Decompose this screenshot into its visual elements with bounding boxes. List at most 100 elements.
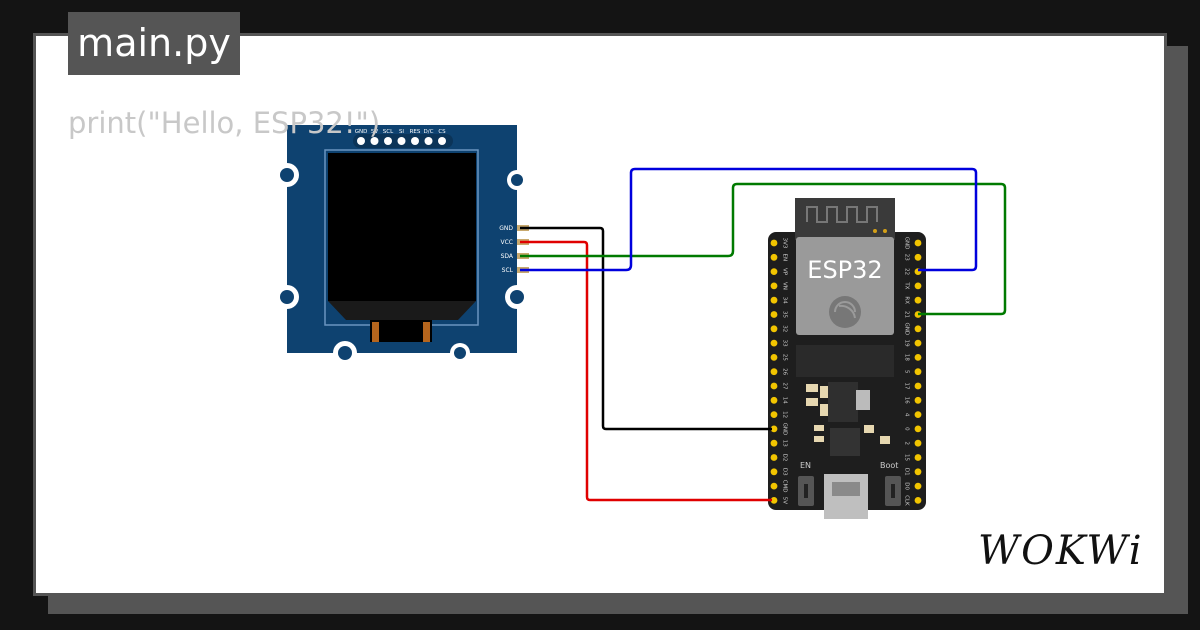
esp32-right-pin-16[interactable] [914,468,922,476]
esp32-right-pin-10[interactable] [914,382,922,390]
esp32-left-pin-label: 5V [782,497,788,504]
oled-side-pin-label: GND [499,225,513,232]
esp32-left-pin-18[interactable] [770,497,778,504]
oled-top-pin-label: RES [410,129,421,135]
en-button-label: EN [800,461,811,470]
esp32-left-pin-5[interactable] [770,311,778,318]
esp32-left-pin-label: 34 [782,297,788,304]
esp32-right-pin-0[interactable] [914,239,922,247]
esp32-right-pin-4[interactable] [914,296,922,304]
esp32-right-pin-label: GND [904,322,910,335]
esp32-left-pin-17[interactable] [770,482,778,490]
esp32-right-pin-label: CLK [904,495,910,506]
oled-side-pin-label: SCL [502,267,514,274]
esp32-left-pin-1[interactable] [770,253,778,261]
esp32-left-pin-16[interactable] [770,468,778,476]
esp32-left-pin-9[interactable] [770,368,778,376]
esp32-left-pin-label: D3 [782,468,788,476]
esp32-left-pin-label: 32 [782,325,788,332]
esp32-board[interactable]: ESP32 EN Boot [768,198,926,519]
esp32-right-pin-label: GND [904,237,910,250]
esp32-right-pin-14[interactable] [914,439,922,447]
esp32-left-pin-10[interactable] [770,382,778,390]
esp32-right-pin-17[interactable] [914,482,922,490]
esp32-right-pin-label: D0 [904,482,910,490]
esp32-left-pin-8[interactable] [770,354,778,361]
esp32-right-pin-1[interactable] [914,253,922,261]
esp32-left-pin-7[interactable] [770,339,778,347]
oled-top-pin-label: SCL [383,129,394,135]
oled-top-pin-label: GND [355,129,368,135]
esp32-right-pin-15[interactable] [914,454,922,461]
oled-top-pin-2[interactable] [384,137,392,145]
oled-top-pin-4[interactable] [411,137,419,145]
esp32-right-pin-label: 2 [904,441,910,445]
esp32-right-pin-8[interactable] [914,354,922,361]
esp32-right-pin-label: 0 [904,427,910,431]
oled-top-pin-3[interactable] [397,137,406,145]
en-button[interactable] [798,476,814,506]
wire-gnd[interactable] [520,226,772,431]
oled-top-pin-5[interactable] [424,137,433,145]
esp32-left-pin-label: 27 [782,383,788,390]
esp32-chip-label: ESP32 [807,256,882,284]
usb-port [824,474,868,519]
esp32-left-pin-label: 3V3 [782,238,788,249]
esp32-left-pin-2[interactable] [770,268,778,275]
esp32-right-pin-6[interactable] [914,325,922,333]
esp32-left-pin-12[interactable] [770,411,778,418]
esp32-right-pin-11[interactable] [914,396,922,404]
esp32-right-pin-label: 17 [904,383,910,390]
esp32-right-pin-13[interactable] [914,425,922,433]
esp32-left-pin-11[interactable] [770,396,778,404]
esp32-right-pin-label: 19 [904,340,910,347]
esp32-left-pin-3[interactable] [770,282,778,290]
esp32-left-pin-label: 13 [782,440,788,447]
boot-button-label: Boot [880,461,898,470]
oled-module[interactable] [275,125,529,365]
esp32-left-pin-label: GND [782,423,788,436]
esp32-right-pin-label: 18 [904,354,910,361]
esp32-right-pin-9[interactable] [914,368,922,376]
esp32-right-pin-label: 4 [904,413,910,417]
esp32-left-pin-13[interactable] [770,425,778,433]
esp32-right-pin-18[interactable] [914,497,922,504]
oled-top-pin-6[interactable] [438,137,446,145]
oled-top-pin-label: SI [399,129,404,135]
esp32-right-pin-3[interactable] [914,282,922,290]
boot-button[interactable] [885,476,901,506]
esp32-right-pin-label: 21 [904,311,910,318]
oled-side-pin-label: SDA [501,253,514,260]
esp32-left-pins: 3V3ENVPVN343532332526271412GND13D2D3CMD5… [770,238,788,504]
esp32-left-pin-label: 25 [782,354,788,361]
esp32-left-pin-15[interactable] [770,454,778,461]
esp32-left-pin-label: 26 [782,368,788,375]
wire-sda[interactable] [520,182,1007,316]
esp32-right-pin-label: 23 [904,254,910,261]
esp32-left-pin-6[interactable] [770,325,778,333]
esp32-left-pin-label: 14 [782,397,788,404]
esp32-left-pin-label: 33 [782,340,788,347]
esp32-right-pin-label: TX [904,281,910,289]
esp32-left-pin-label: 35 [782,311,788,318]
oled-top-pin-label: CS [438,129,446,135]
esp32-right-pin-label: 22 [904,268,910,275]
wire-scl[interactable] [520,167,978,272]
code-line[interactable]: print("Hello, ESP32!") [68,106,381,140]
esp32-left-pin-label: VN [782,282,788,290]
oled-side-pin-label: VCC [501,239,513,246]
esp32-left-pin-14[interactable] [770,439,778,447]
oled-top-pin-0[interactable] [357,137,365,145]
esp32-left-pin-0[interactable] [770,239,778,247]
esp32-left-pin-4[interactable] [770,296,778,304]
esp32-right-pin-label: 5 [904,370,910,374]
oled-top-pin-label: 5V [371,129,378,135]
file-tab[interactable]: main.py [68,12,240,75]
wire-vcc[interactable] [520,240,772,502]
esp32-right-pin-12[interactable] [914,411,922,418]
oled-top-pin-1[interactable] [370,137,379,145]
esp32-right-pin-7[interactable] [914,339,922,347]
esp32-right-pin-label: 16 [904,397,910,404]
